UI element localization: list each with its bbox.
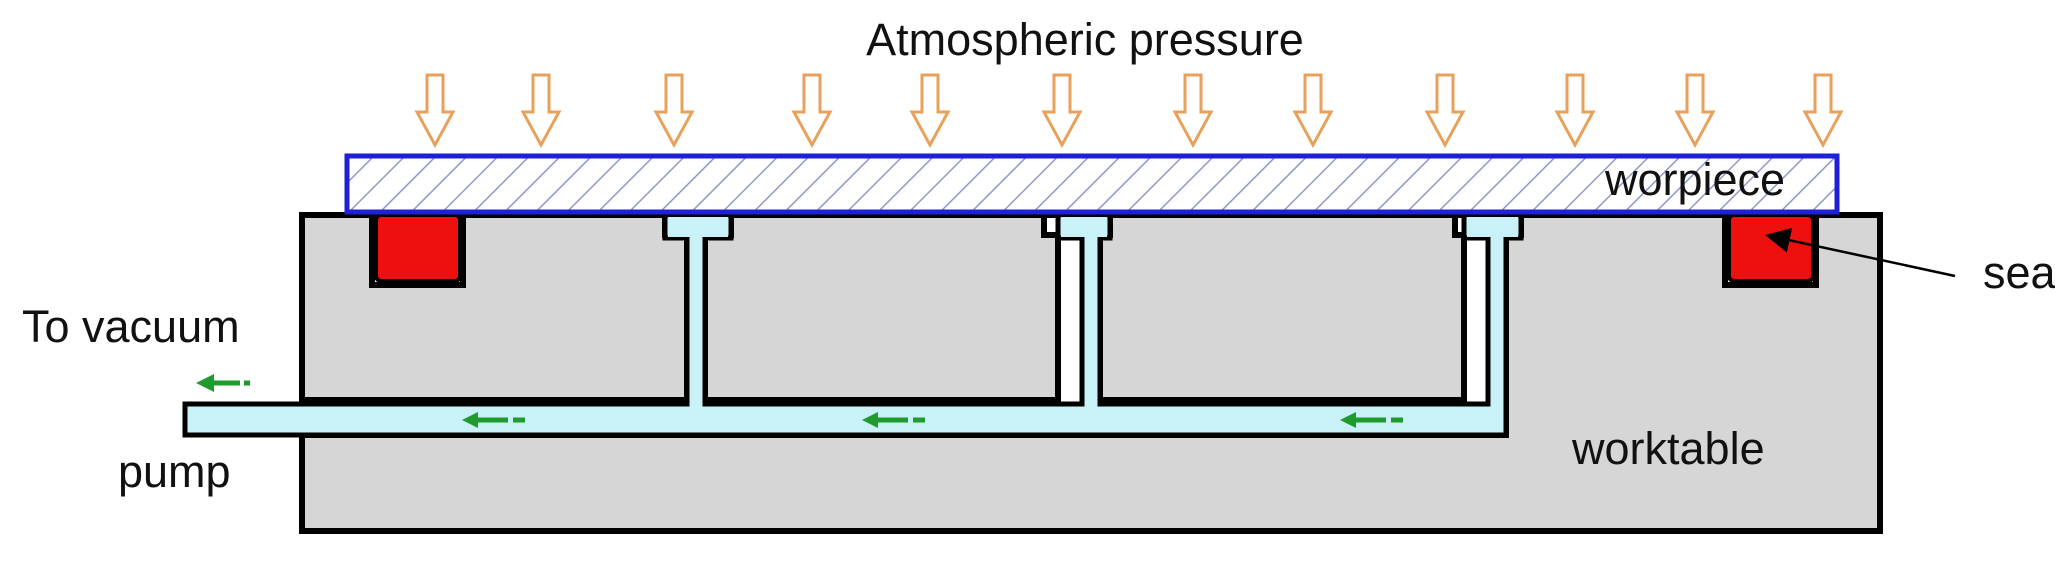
pressure-arrow-icon	[1554, 73, 1596, 149]
pressure-arrows	[414, 73, 1844, 149]
pressure-arrow-icon	[1424, 73, 1466, 149]
pressure-arrow-icon	[791, 73, 833, 149]
seal-right	[1727, 213, 1815, 283]
vacuum-port	[668, 217, 728, 237]
flow-arrow	[462, 412, 525, 428]
workpiece-label: worpiece	[1604, 154, 1785, 205]
pressure-arrow-icon	[1802, 73, 1844, 149]
vacuum-port	[1061, 217, 1107, 237]
pressure-arrow-icon	[653, 73, 695, 149]
pressure-arrow-icon	[414, 73, 456, 149]
seal-label: seal	[1983, 247, 2055, 298]
pressure-arrow-icon	[1292, 73, 1334, 149]
pressure-arrow-icon	[520, 73, 562, 149]
worktable-body	[299, 212, 1883, 534]
seal-pointer-line	[1765, 228, 1956, 278]
vacuum-channels	[182, 212, 1524, 438]
pressure-arrow-icon	[909, 73, 951, 149]
vacuum-ports	[668, 217, 1518, 237]
flow-arrow	[1340, 412, 1403, 428]
worktable-label: worktable	[1571, 423, 1765, 474]
flow-arrow	[862, 412, 925, 428]
flow-arrows	[196, 374, 1403, 428]
pressure-arrow-icon	[1172, 73, 1214, 149]
workpiece	[344, 153, 1840, 215]
pressure-arrow-icon	[1674, 73, 1716, 149]
to-vacuum-label: To vacuum	[22, 301, 240, 352]
seal-left	[374, 213, 462, 283]
atmospheric-pressure-label: Atmospheric pressure	[866, 14, 1304, 65]
vacuum-port	[1467, 217, 1518, 237]
pump-label: pump	[118, 446, 231, 497]
flow-arrow	[196, 374, 250, 392]
pressure-arrow-icon	[1041, 73, 1083, 149]
